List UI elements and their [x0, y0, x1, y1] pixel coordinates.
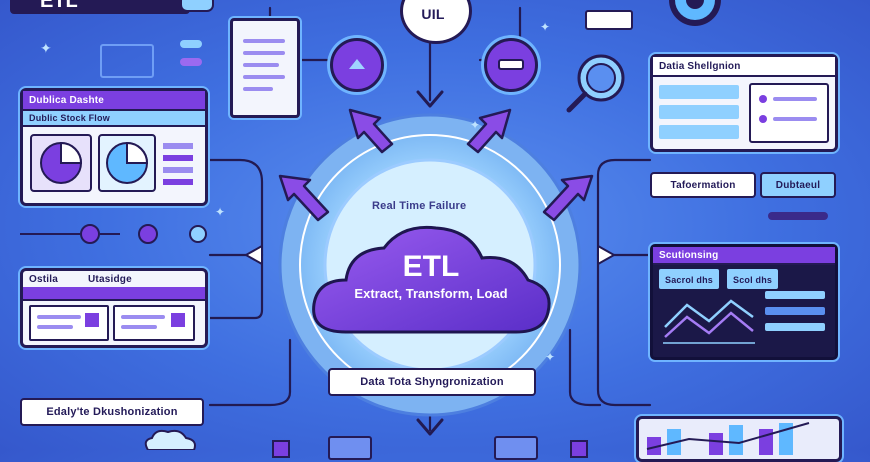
- rectangle-icon: [498, 59, 524, 70]
- deco-square: [272, 440, 290, 458]
- right-panel-analytics-title: Scutionsing: [659, 249, 719, 261]
- right-panel-distribution: Datia Shellgnion: [650, 54, 838, 152]
- logo-text: ETL: [40, 0, 78, 12]
- triangle-icon: [349, 59, 365, 69]
- chevron-top: [416, 90, 444, 108]
- right-panel-analytics-header: Scutionsing: [653, 247, 835, 265]
- deco-pill: [180, 40, 202, 48]
- left-icon-row: [20, 224, 207, 244]
- sparkle-icon: ✦: [540, 20, 551, 34]
- arrow-in-left-icon: [348, 108, 394, 154]
- deco-tag: [585, 10, 633, 30]
- sparkle-icon: ✦: [215, 205, 226, 219]
- small-cloud-icon: [144, 429, 196, 450]
- deco-pill: [180, 58, 202, 66]
- search-icon: [566, 54, 625, 113]
- analytics-tab-2[interactable]: Scol dhs: [727, 269, 779, 289]
- top-label: UIL: [421, 6, 445, 22]
- left-panel-usage: Ostila Utasidge: [20, 268, 208, 348]
- sparkle-icon: ✦: [545, 350, 556, 364]
- arrow-left-head: [243, 244, 263, 266]
- transformation-pill: Tafoermation: [650, 172, 756, 198]
- left-panel-dashboard: Dublica Dashte Dublic Stock Flow: [20, 88, 208, 206]
- analytics-tab-1[interactable]: Sacrol dhs: [659, 269, 720, 289]
- donut-chart-icon: [669, 0, 721, 26]
- left-bottom-label-box: Edaly'te Dkushonization: [20, 398, 204, 426]
- left-panel-usage-header: Ostila Utasidge: [23, 271, 205, 287]
- wire-right-bottom: [596, 253, 652, 407]
- sparkle-icon: ✦: [40, 40, 52, 56]
- usage-card-2: [113, 305, 195, 341]
- sparkle-icon: ✦: [470, 118, 481, 132]
- arrow-out-left: [278, 174, 330, 222]
- doc-line: [243, 87, 273, 91]
- deco-square: [570, 440, 588, 458]
- arrow-out-right: [542, 174, 594, 222]
- logo-toggle[interactable]: [180, 0, 214, 12]
- etl-subtitle: Extract, Transform, Load: [354, 286, 508, 301]
- wire-right-top: [596, 158, 652, 257]
- wire-bottom-right: [568, 328, 602, 407]
- node-icon: [189, 225, 207, 243]
- doc-line: [243, 39, 285, 43]
- right-panel-distribution-header: Datia Shellgnion: [653, 57, 835, 77]
- left-panel-dashboard-title: Dublica Dashte: [29, 94, 105, 106]
- left-panel-usage-title-a: Ostila: [29, 273, 58, 285]
- arrow-out-left-icon: [278, 174, 330, 222]
- chevron-bottom: [416, 418, 444, 436]
- usage-swatch: [85, 313, 99, 327]
- ring-label: Real Time Failure: [372, 200, 467, 212]
- arrow-in-right-icon: [466, 108, 512, 154]
- etl-title: ETL: [402, 250, 460, 283]
- cloud-shape: [312, 225, 551, 334]
- deco-dots: [768, 212, 828, 220]
- legend-dot: [759, 95, 767, 103]
- usage-card-1: [29, 305, 109, 341]
- legend-box: [749, 83, 829, 143]
- node-icon: [138, 224, 158, 244]
- left-panel-usage-title-b: Utasidge: [88, 273, 132, 285]
- wire-left-top: [203, 158, 264, 257]
- circle-minus: [484, 38, 538, 92]
- deco-box: [494, 436, 538, 460]
- etl-cloud: [312, 225, 551, 334]
- node-icon: [80, 224, 100, 244]
- arrow-out-right-icon: [542, 174, 594, 222]
- left-panel-dashboard-subheader: Dublic Stock Flow: [23, 111, 205, 127]
- wire-bottom-left: [208, 338, 292, 407]
- logo-bar: [10, 0, 190, 14]
- bottom-right-bars: [636, 416, 842, 462]
- clipboard-document: [230, 18, 300, 118]
- left-panel-dashboard-subtitle: Dublic Stock Flow: [29, 113, 110, 123]
- tag-label: Dubtaeul: [775, 179, 821, 191]
- wire-left-bottom: [208, 253, 264, 320]
- legend-dot: [759, 115, 767, 123]
- incoming-arrows: [348, 108, 512, 154]
- tag-pill: Dubtaeul: [760, 172, 836, 198]
- left-panel-usage-bar: [23, 287, 205, 301]
- left-bottom-label: Edaly'te Dkushonization: [46, 406, 178, 418]
- right-panel-distribution-title: Datia Shellgnion: [659, 60, 741, 72]
- transformation-label: Tafoermation: [670, 179, 736, 191]
- left-panel-charts: [30, 134, 193, 192]
- doc-line: [243, 75, 285, 79]
- left-panel-dashboard-header: Dublica Dashte: [23, 91, 205, 111]
- deco-frame: [100, 44, 154, 78]
- line-chart-icon: [663, 299, 755, 344]
- right-panel-analytics-tabs: Sacrol dhs Scol dhs: [653, 265, 835, 293]
- arrow-right-head: [597, 244, 617, 266]
- doc-line: [243, 63, 279, 67]
- right-panel-analytics: Scutionsing Sacrol dhs Scol dhs: [650, 244, 838, 360]
- sync-box-label: Data Tota Shyngronization: [360, 376, 504, 388]
- deco-box: [328, 436, 372, 460]
- sync-box: Data Tota Shyngronization: [328, 368, 536, 396]
- circle-play: [330, 38, 384, 92]
- usage-swatch: [171, 313, 185, 327]
- doc-line: [243, 51, 285, 55]
